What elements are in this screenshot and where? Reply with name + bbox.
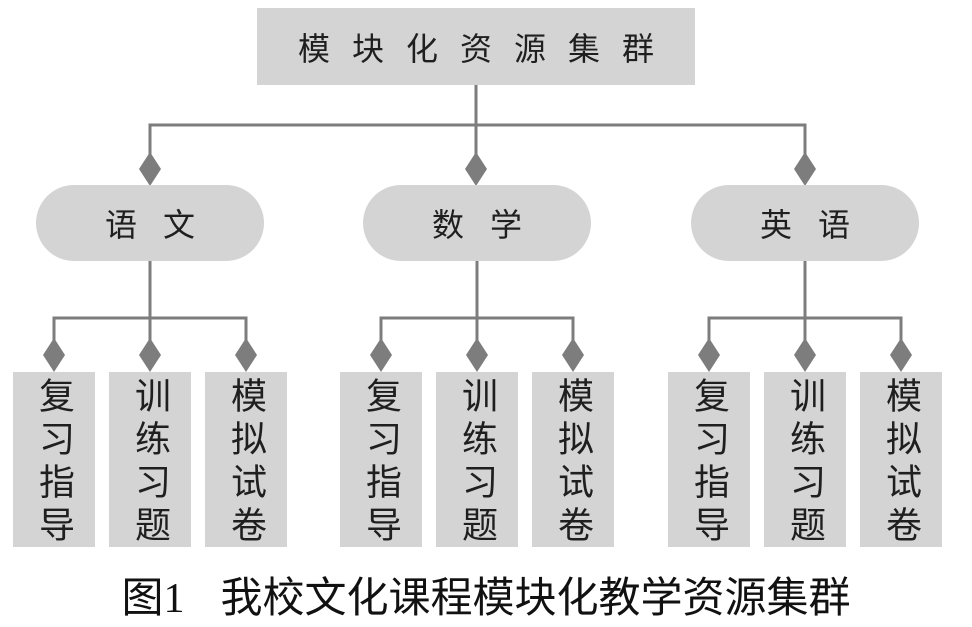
leaf-node-label: 模拟试卷 (553, 377, 593, 549)
arrow-diamond-chinese-leaf1 (43, 338, 65, 372)
leaf-node-label: 复习指导 (361, 377, 401, 549)
connector-chinese-bus (52, 316, 248, 344)
leaf-node-label: 复习指导 (34, 377, 74, 549)
branch-node-chinese: 语文 (36, 185, 264, 261)
leaf-node-label: 训练习题 (785, 377, 825, 549)
leaf-node-chinese-review-guide: 复习指导 (13, 372, 95, 549)
arrow-diamond-english-leaf2 (794, 338, 816, 372)
leaf-node-label: 模拟试卷 (226, 377, 266, 549)
arrow-diamond-chinese-leaf2 (139, 338, 161, 372)
leaf-node-math-review-guide: 复习指导 (340, 372, 422, 549)
leaf-node-math-mock-papers: 模拟试卷 (532, 372, 614, 549)
leaf-node-english-review-guide: 复习指导 (668, 372, 750, 549)
leaf-node-chinese-practice-exercises: 训练习题 (109, 372, 191, 549)
arrow-diamond-math-leaf1 (370, 338, 392, 372)
leaf-node-english-practice-exercises: 训练习题 (764, 372, 846, 549)
connector-level1-bus (148, 123, 807, 160)
leaf-node-label: 复习指导 (689, 377, 729, 549)
arrow-diamond-branch-english (794, 152, 816, 186)
leaf-node-label: 模拟试卷 (881, 377, 921, 549)
leaf-node-label: 训练习题 (130, 377, 170, 549)
leaf-node-math-practice-exercises: 训练习题 (436, 372, 518, 549)
arrow-diamond-english-leaf1 (698, 338, 720, 372)
arrow-diamond-math-leaf2 (466, 338, 488, 372)
figure-caption-title: 我校文化课程模块化教学资源集群 (220, 576, 851, 622)
arrow-diamond-english-leaf3 (890, 338, 912, 372)
branch-node-label: 语文 (104, 207, 221, 243)
root-node: 模块化资源集群 (257, 8, 695, 85)
arrow-diamond-branch-chinese (139, 152, 161, 186)
figure-caption-number: 图1 (121, 576, 185, 622)
connector-math-bus (379, 316, 575, 344)
branch-node-label: 英语 (759, 207, 876, 243)
leaf-node-label: 训练习题 (457, 377, 497, 549)
leaf-node-chinese-mock-papers: 模拟试卷 (205, 372, 287, 549)
branch-node-math: 数学 (363, 185, 591, 261)
arrow-diamond-branch-math (465, 152, 487, 186)
root-node-label: 模块化资源集群 (297, 30, 676, 67)
leaf-node-english-mock-papers: 模拟试卷 (860, 372, 942, 549)
connector-english-bus (707, 316, 903, 344)
arrow-diamond-math-leaf3 (562, 338, 584, 372)
figure-caption: 图1 我校文化课程模块化教学资源集群 (0, 564, 972, 625)
branch-node-label: 数学 (431, 207, 548, 243)
arrow-diamond-chinese-leaf3 (235, 338, 257, 372)
branch-node-english: 英语 (691, 185, 919, 261)
